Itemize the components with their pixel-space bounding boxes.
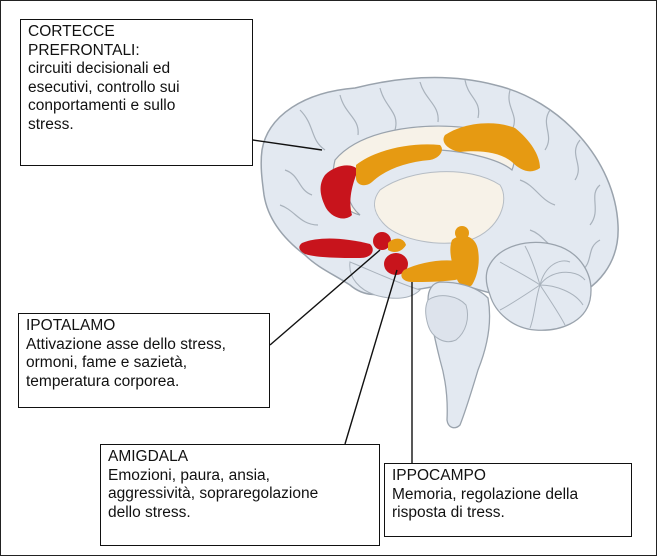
label-amygdala-body: Emozioni, paura, ansia, aggressività, so… (108, 467, 373, 523)
label-hippocampus-body: Memoria, regolazione della risposta di t… (392, 486, 625, 523)
label-hippocampus-title: IPPOCAMPO (392, 467, 625, 486)
label-prefrontal-cortex: CORTECCE PREFRONTALI: circuiti decisiona… (20, 19, 253, 166)
label-amygdala: AMIGDALA Emozioni, paura, ansia, aggress… (100, 444, 380, 546)
pons (426, 296, 468, 342)
leader-line-amygdala (345, 270, 397, 444)
pineal-region (455, 226, 469, 240)
label-hypothalamus-title: IPOTALAMO (26, 317, 263, 336)
label-hippocampus: IPPOCAMPO Memoria, regolazione della ris… (384, 463, 632, 537)
label-prefrontal-cortex-title: CORTECCE PREFRONTALI: (28, 23, 246, 60)
label-prefrontal-cortex-body: circuiti decisionali ed esecutivi, contr… (28, 60, 246, 134)
label-hypothalamus: IPOTALAMO Attivazione asse dello stress,… (18, 313, 270, 408)
label-amygdala-title: AMIGDALA (108, 448, 373, 467)
label-hypothalamus-body: Attivazione asse dello stress, ormoni, f… (26, 336, 263, 392)
